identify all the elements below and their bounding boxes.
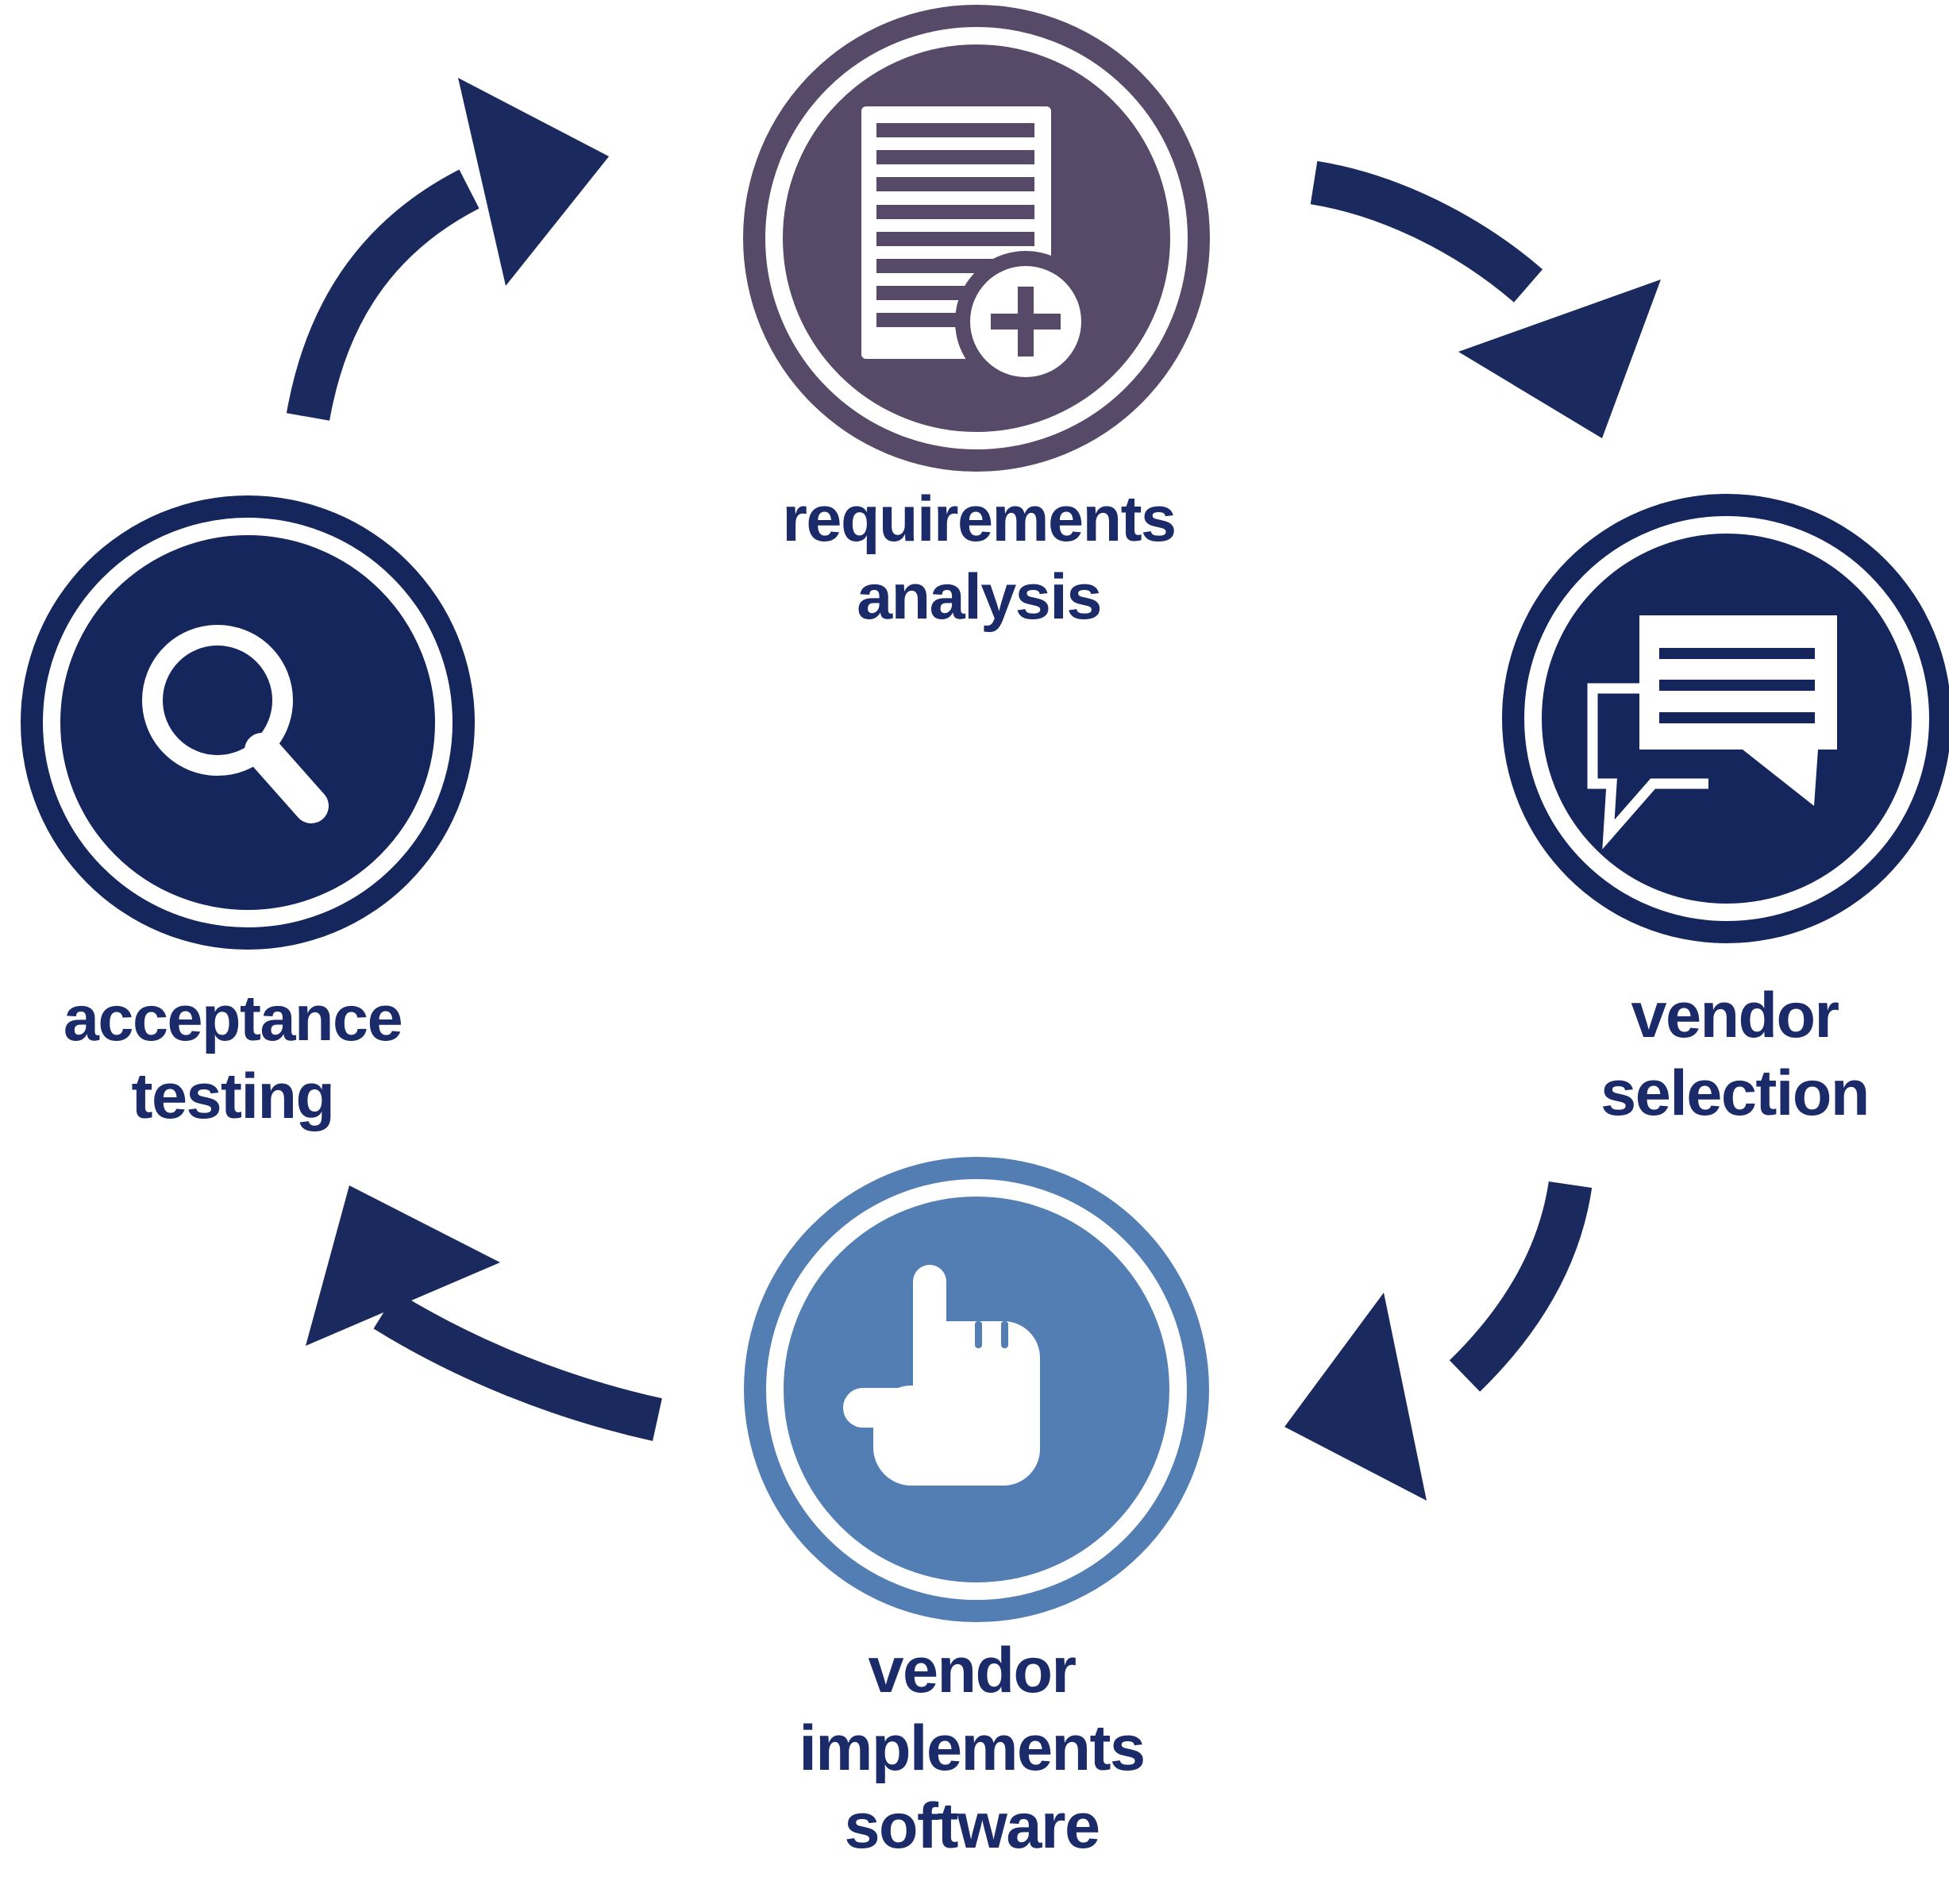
node-vendor-implements-software (744, 1157, 1209, 1622)
node-acceptance-testing (21, 495, 475, 950)
label-line: selection (1600, 1058, 1870, 1129)
pointing-hand-icon (843, 1265, 1040, 1486)
label-line: acceptance (63, 983, 403, 1054)
node-vendor-selection (1502, 494, 1949, 943)
arrow-implements-to-acceptance-icon (306, 1185, 662, 1441)
label-vendor-implements-software: vendor implements software (799, 1632, 1146, 1865)
arrow-vendor-selection-to-implements-icon (1285, 1181, 1593, 1501)
label-line: analysis (857, 561, 1102, 633)
label-requirements-analysis: requirements analysis (782, 480, 1177, 636)
magnifying-glass-icon (142, 625, 329, 823)
label-line: implements (799, 1713, 1146, 1784)
chat-bubbles-icon (1587, 615, 1837, 850)
document-add-icon (861, 106, 1096, 392)
label-line: vendor (868, 1635, 1077, 1706)
label-line: testing (131, 1061, 335, 1132)
label-line: requirements (782, 484, 1177, 555)
label-acceptance-testing: acceptance testing (63, 980, 403, 1135)
label-vendor-selection: vendor selection (1600, 977, 1870, 1132)
label-line: vendor (1631, 980, 1839, 1051)
arrow-acceptance-to-requirements-icon (286, 78, 609, 421)
arrow-requirements-to-vendor-selection-icon (1310, 160, 1661, 438)
label-line: software (844, 1790, 1100, 1862)
node-requirements-analysis (743, 5, 1210, 472)
